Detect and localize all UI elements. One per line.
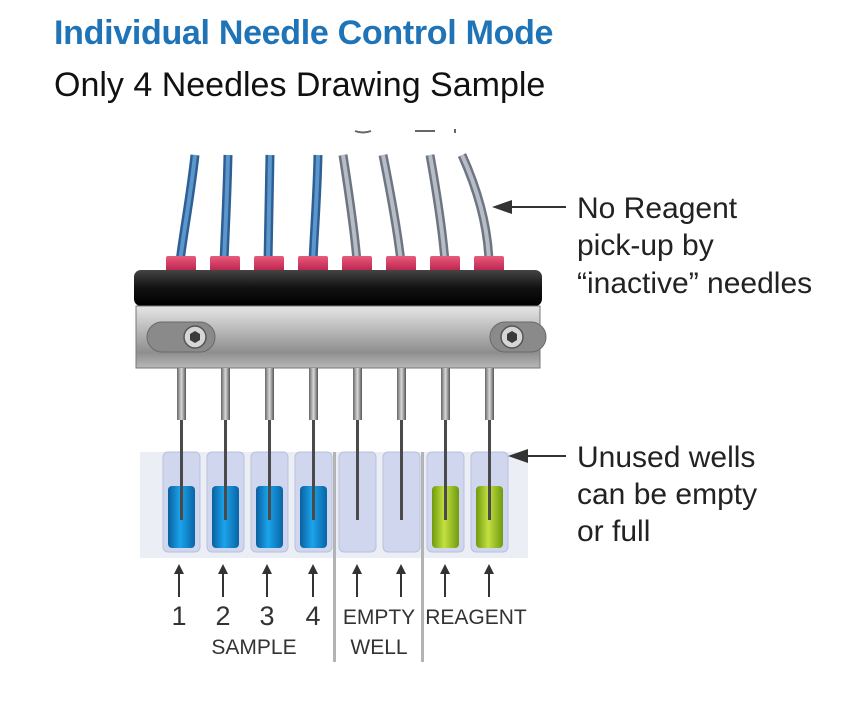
well-number: 3 [259,601,274,631]
connector [298,256,328,272]
well-number: 2 [215,601,230,631]
tube-active [311,154,320,263]
connector [386,256,416,272]
annotation-bottom-line: or full [577,515,650,548]
needle [221,368,230,520]
annotation-top-line: “inactive” needles [577,267,812,300]
needle [397,368,406,520]
tube-inactive [381,154,403,263]
group-label-reagent: REAGENT [425,606,527,629]
tube-inactive [460,154,491,263]
callout-arrow-bottom [508,449,566,463]
group-divider [421,452,424,662]
connector [166,256,196,272]
manifold-top-bar [134,270,542,306]
connector [210,256,240,272]
top-fragment [354,129,456,134]
connector [430,256,460,272]
tube-active [222,154,230,263]
tube-active [266,154,272,263]
connectors [166,256,504,272]
needles [177,368,494,520]
tube-inactive [341,154,359,263]
needle [309,368,318,520]
tube-inactive [457,153,494,263]
annotation-top-line: pick-up by [577,229,714,262]
well-number: 1 [171,601,186,631]
up-arrow-icon [308,564,318,597]
callout-arrow-top [492,200,566,214]
needle [485,368,494,520]
needle-block [135,305,547,369]
annotation-top-line: No Reagent [577,192,738,225]
tubing [175,153,494,263]
page-title: Individual Needle Control Mode [54,14,554,52]
well-number: 4 [305,601,320,631]
annotation-bottom-line: Unused wells [577,441,755,474]
group-label-empty-well: EMPTY [343,606,415,629]
connector [342,256,372,272]
up-arrow-icon [396,564,406,597]
up-arrow-icon [262,564,272,597]
up-arrow-icon [352,564,362,597]
needle [265,368,274,520]
up-arrow-icon [484,564,494,597]
group-label-empty-well: WELL [350,636,407,659]
needle [177,368,186,520]
connector [254,256,284,272]
tube-active [178,154,197,263]
page-subtitle: Only 4 Needles Drawing Sample [54,66,546,104]
tube-inactive [428,154,447,263]
connector [474,256,504,272]
group-label-sample: SAMPLE [211,636,296,659]
needle [353,368,362,520]
up-arrow-icon [440,564,450,597]
well-arrows [174,564,494,597]
group-divider [333,452,336,662]
up-arrow-icon [174,564,184,597]
needle [441,368,450,520]
annotation-bottom-line: can be empty [577,478,757,511]
up-arrow-icon [218,564,228,597]
